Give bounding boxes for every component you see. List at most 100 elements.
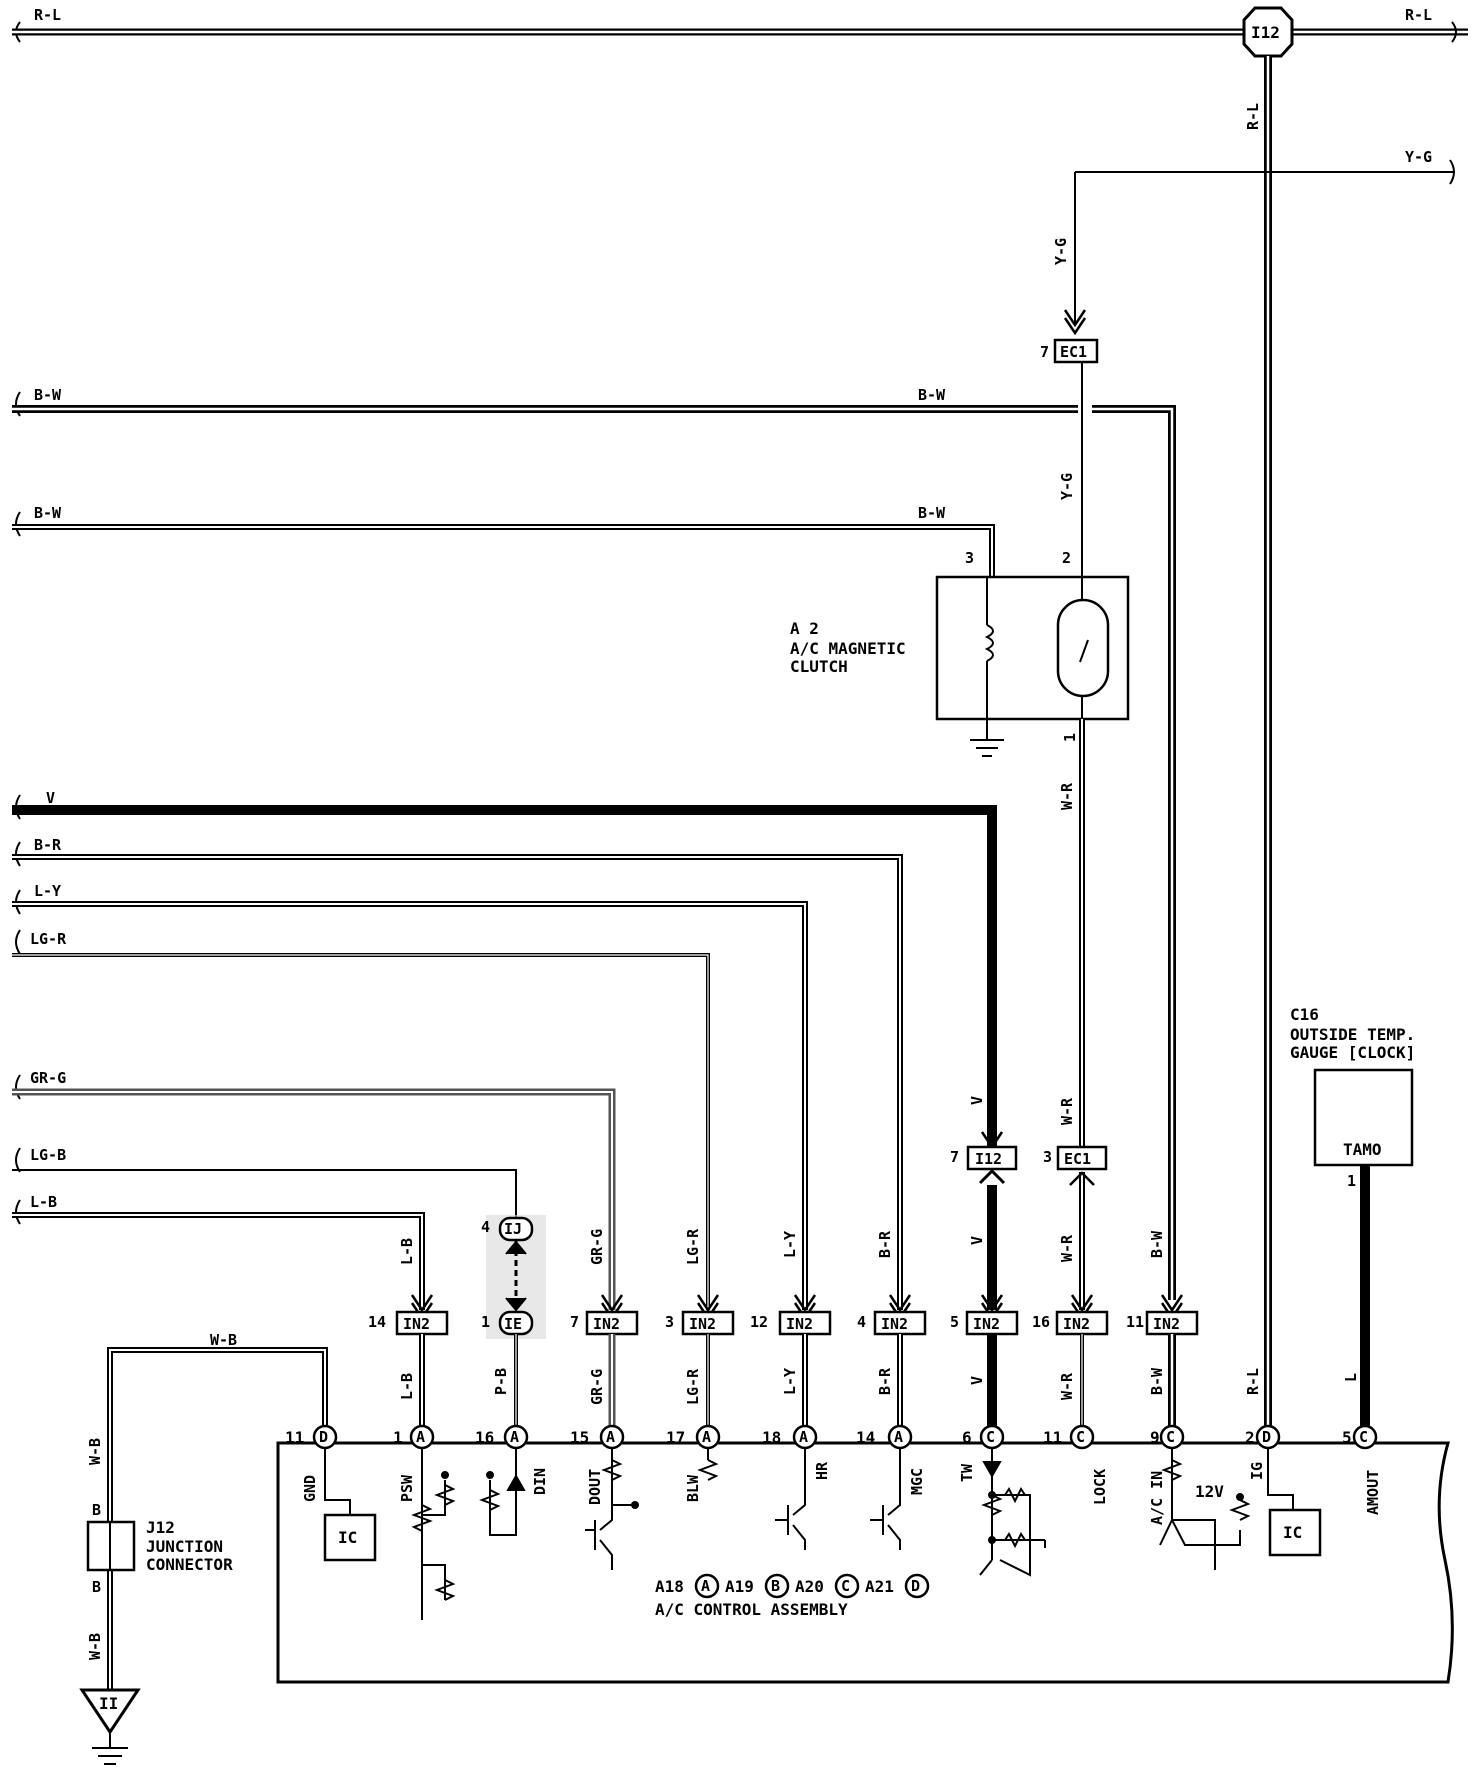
ie-pin: 1 — [481, 1313, 490, 1331]
j12-wire-top-label: W-B — [86, 1438, 104, 1465]
gauge-terminal: TAMO — [1343, 1140, 1382, 1159]
bw-lower-harness: B-W B-W — [12, 504, 995, 577]
bw-lower-mid-label: B-W — [918, 504, 946, 522]
ly-above-label: L-Y — [781, 1231, 799, 1258]
wr-above-ec1-label: W-R — [1058, 1097, 1076, 1125]
pb-below-label: P-B — [492, 1368, 510, 1395]
pin-letter-dout: A — [606, 1428, 615, 1446]
func-hr: HR — [813, 1461, 831, 1480]
in2-label-12: IN2 — [786, 1315, 813, 1333]
ic-box-ig — [1268, 1508, 1322, 1557]
ly-below-label: L-Y — [781, 1368, 799, 1395]
pin-num-mgc: 14 — [856, 1428, 875, 1447]
pin-letter-din: A — [510, 1428, 519, 1446]
j12-pin-bottom: B — [92, 1578, 101, 1596]
pin-letter-gnd: D — [319, 1428, 328, 1446]
bw-upper-mid-label: B-W — [918, 386, 946, 404]
in2-label-14: IN2 — [403, 1315, 430, 1333]
pin-num-din: 16 — [475, 1428, 494, 1447]
yg-line: Y-G Y-G 7 EC1 Y-G — [1040, 148, 1455, 577]
ec1-mid-label: EC1 — [1064, 1150, 1091, 1168]
ec1-top-connector — [1053, 338, 1099, 364]
pin-num-gnd: 11 — [285, 1428, 304, 1447]
gnd-wire-label: W-B — [210, 1331, 237, 1349]
func-ig: IG — [1248, 1462, 1266, 1480]
yg-drop-label: Y-G — [1052, 238, 1070, 265]
v-below-i12-label: V — [968, 1236, 986, 1245]
code-a20: A20 — [795, 1577, 824, 1596]
j12-name-1: JUNCTION — [146, 1537, 223, 1556]
j12-name-2: CONNECTOR — [146, 1555, 233, 1574]
pin-circle-amout — [1352, 1424, 1378, 1450]
pin-letter-lock: C — [1076, 1428, 1085, 1446]
v-below-in2-label: V — [968, 1376, 986, 1385]
mid-connectors: V 7 I12 V W-R 3 EC1 W-R 4 IJ — [481, 1096, 1108, 1339]
pin-letter-acin: C — [1166, 1428, 1175, 1446]
in2-label-16: IN2 — [1063, 1315, 1090, 1333]
lb-below-label: L-B — [398, 1373, 416, 1400]
i12-junction-label: I12 — [1251, 23, 1280, 42]
in2-pin-3: 3 — [665, 1313, 674, 1331]
code-a21-letter: D — [911, 1577, 920, 1595]
bw-lower-left-label: B-W — [34, 504, 62, 522]
clutch-box — [935, 575, 1130, 721]
clutch-name-2: CLUTCH — [790, 657, 848, 676]
pin-letter-blw: A — [702, 1428, 711, 1446]
clutch-pin-3: 3 — [965, 549, 974, 567]
pin-num-tw: 6 — [962, 1428, 972, 1447]
pin-letter-ig: D — [1262, 1428, 1271, 1446]
in2-pin-12: 12 — [750, 1313, 768, 1331]
grg-above-label: GR-G — [588, 1229, 606, 1265]
func-psw: PSW — [398, 1474, 416, 1502]
i12-mid-pin: 7 — [950, 1148, 959, 1166]
j12-id: J12 — [146, 1518, 175, 1537]
wire-grg-label: GR-G — [30, 1069, 66, 1087]
ground-ii: II — [79, 1688, 141, 1765]
ec1-mid-pin: 3 — [1043, 1148, 1052, 1166]
wire-lgb-label: LG-B — [30, 1146, 66, 1164]
wire-br-label: B-R — [34, 836, 62, 854]
assembly-box — [276, 1441, 1454, 1684]
code-a18-letter: A — [701, 1577, 710, 1595]
lgr-below-label: LG-R — [684, 1368, 702, 1405]
func-lock: LOCK — [1091, 1469, 1109, 1505]
lb-above-label: L-B — [398, 1238, 416, 1265]
junction-connector-j12: W-B B B J12 JUNCTION CONNECTOR W-B — [86, 1438, 233, 1660]
clutch-pin-2: 2 — [1062, 549, 1071, 567]
rl-harness: R-L R-L I12 R-L — [12, 6, 1468, 1428]
gauge-pin: 1 — [1347, 1172, 1356, 1190]
ground-triangle — [79, 1688, 141, 1735]
rl-right-label: R-L — [1405, 6, 1432, 24]
wr-below-ec1-label: W-R — [1058, 1234, 1076, 1262]
in2-pin-11: 11 — [1126, 1313, 1144, 1331]
gauge-id: C16 — [1290, 1005, 1319, 1024]
assembly-pins: 11 D 1 A 16 A 15 A 17 A 18 A 14 A 6 C 11 — [285, 1424, 1378, 1450]
ic-box-gnd — [323, 1513, 377, 1562]
left-wires: V B-R L-Y LG-R GR-G LG-B L-B — [12, 789, 997, 1310]
pin-letter-mgc: A — [894, 1428, 903, 1446]
in2-label-11: IN2 — [1153, 1315, 1180, 1333]
bw-upper-left-label: B-W — [34, 386, 62, 404]
bw-above-label: B-W — [1148, 1230, 1166, 1258]
func-acin: A/C IN — [1148, 1471, 1166, 1525]
grg-below-label: GR-G — [588, 1369, 606, 1405]
in2-pin-4: 4 — [857, 1313, 866, 1331]
internal-circuits — [323, 1448, 1322, 1620]
func-mgc: MGC — [908, 1468, 926, 1495]
pin-num-amout: 5 — [1342, 1428, 1352, 1447]
bw-below-in2-label: B-W — [1148, 1367, 1166, 1395]
gauge-c16: C16 OUTSIDE TEMP. GAUGE [CLOCK] TAMO 1 L — [1290, 1005, 1415, 1428]
pin-num-dout: 15 — [570, 1428, 589, 1447]
j12-wire-bottom-label: W-B — [86, 1633, 104, 1660]
br-below-label: B-R — [876, 1367, 894, 1395]
control-assembly: 11 D 1 A 16 A 15 A 17 A 18 A 14 A 6 C 11 — [276, 1424, 1454, 1684]
in2-row: L-B GR-G LG-R L-Y B-R B-W 14 IN2 1 IE 7 … — [368, 1228, 1262, 1428]
assembly-codes: A18 A A19 B A20 C A21 D A/C CONTROL ASSE… — [655, 1573, 930, 1619]
gauge-name-1: OUTSIDE TEMP. — [1290, 1025, 1415, 1044]
func-din: DIN — [531, 1468, 549, 1495]
br-above-label: B-R — [876, 1230, 894, 1258]
wr-below-in2-label: W-R — [1058, 1372, 1076, 1400]
wire-ly-label: L-Y — [34, 882, 61, 900]
pin-letter-tw: C — [986, 1428, 995, 1446]
